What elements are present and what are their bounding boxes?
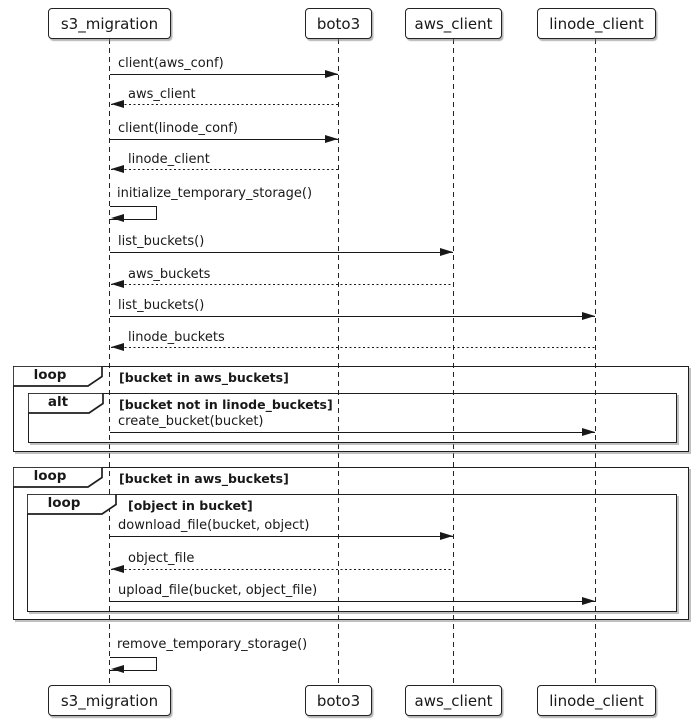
participant-top-aws-client: aws_client [405,8,502,39]
frame-label-pentagon: loop [12,365,103,391]
frame-operator: loop [33,367,67,383]
message-label: client(aws_conf) [118,56,224,71]
message-label: client(linode_conf) [118,121,238,136]
arrowhead-right-icon [582,428,595,436]
arrowhead-left-icon [111,100,124,108]
message-label: initialize_temporary_storage() [117,186,313,201]
lifeline-s3-migration [109,39,111,686]
self-message-loop [110,657,157,671]
message-label: aws_buckets [128,267,211,282]
participant-label: s3_migration [60,691,159,710]
frame-loop-buckets-2: loop [bucket in aws_buckets] [12,466,689,620]
frame-pentagon-icon [12,365,103,387]
frame-label-pentagon: loop [12,466,103,492]
arrowhead-right-icon [582,312,595,320]
message-line [110,432,595,434]
message-label: object_file [128,551,195,566]
message-line [111,284,453,286]
lifeline-boto3 [338,39,340,686]
participant-bottom-s3-migration: s3_migration [48,685,171,716]
message-line [110,74,338,76]
participant-top-boto3: boto3 [305,8,372,39]
participant-label: linode_client [549,691,644,710]
frame-pentagon-icon [26,493,117,515]
arrowhead-right-icon [582,597,595,605]
participant-bottom-linode-client: linode_client [537,685,656,716]
participant-label: aws_client [414,14,493,33]
message-line [111,569,453,571]
frame-guard: [bucket in aws_buckets] [119,370,289,385]
message-label: create_bucket(bucket) [118,414,264,429]
message-line [110,252,453,254]
frame-alt-bucket-missing: alt [bucket not in linode_buckets] [27,392,677,443]
message-label: list_buckets() [118,234,205,249]
frame-label-pentagon: alt [27,392,104,418]
message-line [110,139,338,141]
frame-loop-buckets: loop [bucket in aws_buckets] [12,365,689,452]
participant-top-linode-client: linode_client [537,8,656,39]
participant-top-s3-migration: s3_migration [48,8,171,39]
message-line [111,169,338,171]
participant-label: boto3 [316,691,361,710]
arrowhead-right-icon [325,135,338,143]
arrowhead-left-icon [111,280,124,288]
message-label: remove_temporary_storage() [117,637,308,652]
participant-label: boto3 [316,14,361,33]
frame-pentagon-icon [27,392,104,414]
message-label: list_buckets() [118,298,205,313]
message-line [110,316,595,318]
frame-pentagon-icon [12,466,103,488]
message-line [110,601,595,603]
message-line [110,536,453,538]
arrowhead-left-icon [111,343,124,351]
frame-guard: [bucket in aws_buckets] [119,471,289,486]
frame-label-pentagon: loop [26,493,117,519]
arrowhead-right-icon [325,70,338,78]
message-label: linode_buckets [128,330,225,345]
arrowhead-left-icon [111,565,124,573]
arrowhead-left-icon [111,165,124,173]
arrowhead-right-icon [440,532,453,540]
message-label: download_file(bucket, object) [118,518,310,533]
participant-label: aws_client [414,691,493,710]
participant-bottom-boto3: boto3 [305,685,372,716]
frame-operator: alt [47,394,69,410]
participant-label: linode_client [549,14,644,33]
frame-guard: [object in bucket] [128,498,253,513]
participant-label: s3_migration [60,14,159,33]
arrowhead-left-icon [111,214,124,222]
frame-operator: loop [47,495,81,511]
lifeline-aws-client [453,39,455,686]
participant-bottom-aws-client: aws_client [405,685,502,716]
message-label: linode_client [128,152,210,167]
frame-guard: [bucket not in linode_buckets] [119,397,333,412]
message-line [111,104,338,106]
arrowhead-left-icon [111,665,124,673]
message-label: aws_client [128,87,196,102]
arrowhead-right-icon [440,248,453,256]
frame-operator: loop [33,468,67,484]
message-line [111,347,595,349]
message-label: upload_file(bucket, object_file) [118,583,318,598]
lifeline-linode-client [595,39,597,686]
self-message-loop [110,206,157,220]
frame-loop-objects: loop [object in bucket] [26,493,677,612]
